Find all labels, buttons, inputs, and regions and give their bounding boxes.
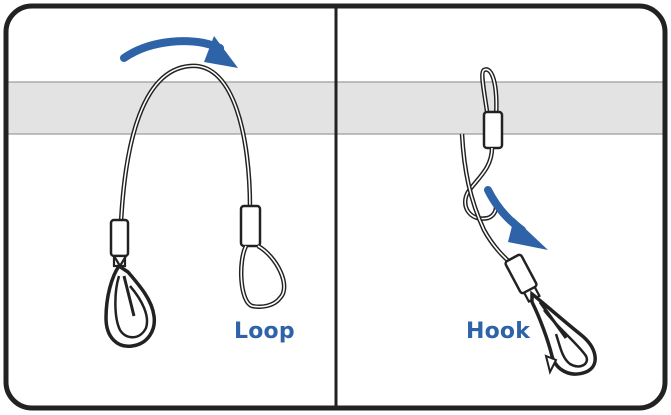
curved-arrow-icon: [120, 37, 224, 62]
cable-ferrule-icon: [239, 204, 262, 248]
cable-ferrule-icon: [482, 110, 504, 150]
hook-label: Hook: [466, 319, 531, 344]
loop-panel: [104, 36, 287, 348]
loop-label: Loop: [234, 319, 295, 344]
snap-hook-icon: [104, 254, 157, 348]
cable-ferrule-icon: [109, 218, 130, 258]
snap-hook-icon: [530, 290, 597, 376]
hook-panel: [459, 67, 597, 376]
